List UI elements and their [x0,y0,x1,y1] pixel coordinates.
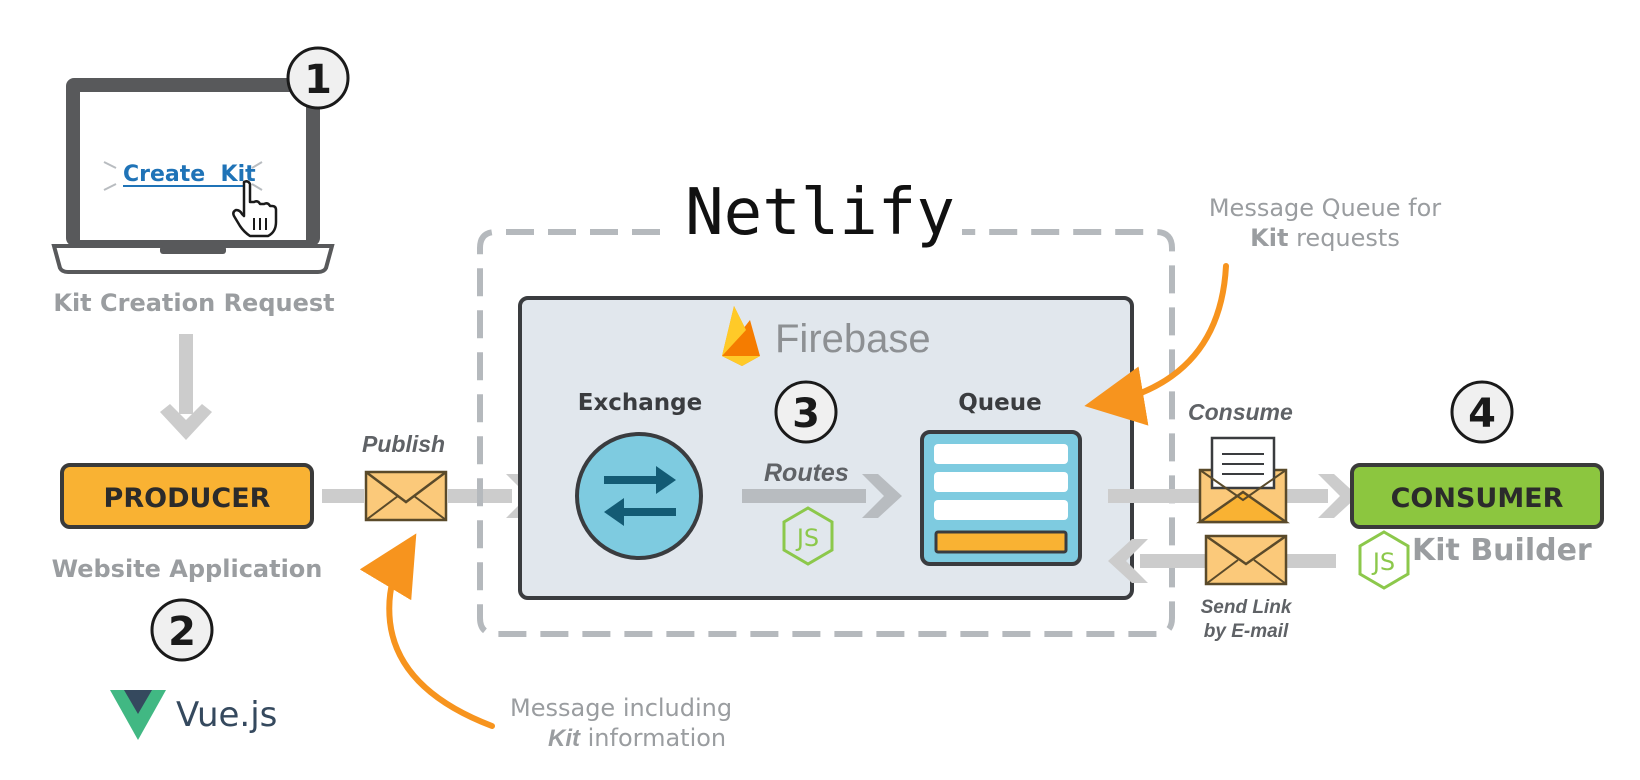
consumer-nodejs-icon: JS [1358,530,1410,590]
step-badge-2: 2 [150,598,214,662]
message-note-rest: information [580,724,726,752]
routes-arrow [742,474,902,518]
consumer-label: CONSUMER [1391,483,1564,514]
message-note-kit: Kit [548,725,581,752]
consume-label: Consume [1188,399,1293,425]
step-badge-3: 3 [774,380,838,444]
svg-text:1: 1 [304,57,332,103]
request-down-arrow [160,334,212,440]
kit-builder-caption: Kit Builder [1412,533,1592,568]
svg-text:JS: JS [1371,548,1395,576]
svg-text:JS: JS [795,524,819,552]
queue-note-kit: Kit [1250,224,1288,252]
producer-box: PRODUCER [60,463,314,529]
publish-label: Publish [362,431,445,457]
producer-to-envelope-connector [322,489,364,503]
create-kit-sparkle-icon [103,161,263,191]
message-note-pointer-arrow [359,533,495,729]
queue-label: Queue [958,390,1042,416]
queue-note-pointer-arrow [1084,263,1229,426]
kit-creation-request-caption: Kit Creation Request [53,289,334,317]
exchange-node [575,432,703,560]
vue-framework-label: Vue.js [176,695,277,735]
publish-envelope-icon [364,470,448,522]
nodejs-hexagon-icon: JS [782,506,834,566]
consumer-box: CONSUMER [1350,463,1604,529]
producer-label: PRODUCER [104,483,271,514]
queue-note-line2: Kit requests [1250,224,1400,252]
send-link-envelope-icon [1204,534,1288,586]
send-link-line2: by E-mail [1204,621,1289,642]
swap-arrows-icon [604,466,676,526]
netlify-boundary [477,229,1175,637]
svg-text:2: 2 [168,609,196,655]
netlify-title: Netlify [685,176,955,250]
firebase-flame-icon [722,306,760,366]
message-note-line1: Message including [510,694,732,722]
queue-note-rest: requests [1288,224,1399,252]
firebase-title: Firebase [775,317,931,361]
exchange-label: Exchange [578,390,703,416]
step-badge-4: 4 [1450,380,1514,444]
consume-envelope-icon [1196,436,1290,524]
send-link-line1: Send Link [1201,597,1293,618]
queue-node [920,430,1082,566]
svg-text:4: 4 [1468,391,1496,437]
hand-cursor-icon [232,180,278,238]
svg-text:3: 3 [792,391,820,437]
vue-logo-icon [110,690,166,740]
website-application-caption: Website Application [52,555,323,583]
create-kit-link[interactable]: Create Kit [123,162,256,187]
routes-label: Routes [764,459,849,487]
step-badge-1: 1 [286,46,350,110]
queue-note-line1: Message Queue for [1209,194,1441,222]
message-note-line2: Kit information [548,724,726,752]
